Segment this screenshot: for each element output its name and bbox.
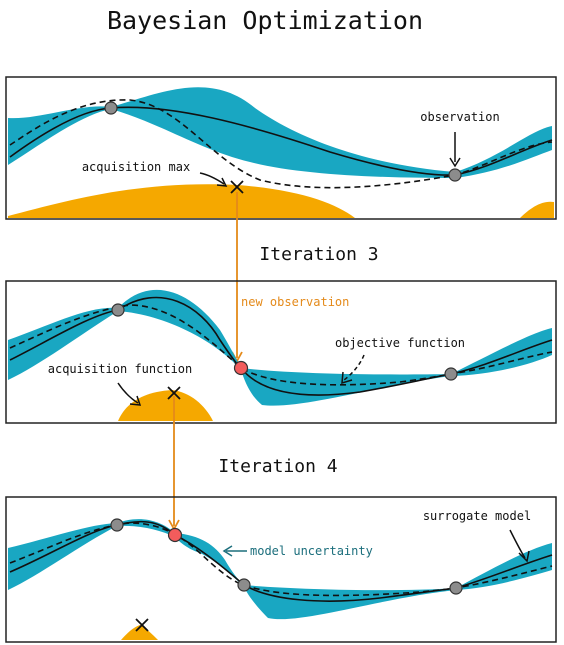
surrogate-model-arrowhead [518,550,530,563]
panel-2: new observation objective function acqui… [5,280,557,424]
objective-function-arrowhead [341,371,353,385]
title: Bayesian Optimization [107,6,423,35]
panel-2-objective-function [9,304,553,386]
panel-1-acquisition-max-marker [230,180,244,194]
panel-2-uncertainty-band [8,289,552,406]
model-uncertainty-label: model uncertainty [250,544,373,558]
panel-1-objective-function [9,99,553,189]
objective-function-arrow [343,354,365,381]
surrogate-model-label: surrogate model [423,509,531,523]
panel-1-acquisition-hill [8,184,355,218]
panel-1: observation acquisition max [5,76,557,220]
acquisition-max-arrow [199,172,225,185]
surrogate-model-arrow [509,529,526,559]
panel-3-acquisition-hill [121,625,158,640]
panel-3-observation-point [237,578,251,592]
acquisition-max-label: acquisition max [82,160,190,174]
observation-arrowhead [449,157,461,168]
iteration-4-label: Iteration 4 [218,456,337,477]
acquisition-function-label: acquisition function [48,362,193,376]
panel-1-observation-point [104,101,118,115]
acquisition-max-arrowhead [216,177,228,187]
acquisition-function-arrowhead [129,395,142,406]
acquisition-function-arrow [117,382,139,404]
new-observation-label: new observation [241,295,349,309]
panel-2-frame [5,280,557,424]
iteration-3-label: Iteration 3 [259,244,378,265]
panel-2-acquisition-max-marker [167,386,181,400]
panel-3-frame [5,496,557,643]
panel-3: model uncertainty surrogate model [5,496,557,643]
panel-3-new-observation-point [167,527,183,543]
model-uncertainty-arrowhead [222,545,233,557]
objective-function-label: objective function [335,336,465,350]
panel-3-observation-point [449,581,463,595]
panel-1-observation-point [448,168,462,182]
panel-2-observation-point [111,303,125,317]
panel-2-acquisition-hill [118,390,213,421]
panel-2-observation-point [444,367,458,381]
panel-3-acquisition-max-marker [135,618,149,632]
panel-1-acquisition-hill-right [520,201,554,218]
panel-2-new-observation-point [233,360,249,376]
panel-3-observation-point [110,518,124,532]
panel-1-uncertainty-band [8,87,552,178]
observation-label: observation [420,110,499,124]
panel-1-surrogate-mean [9,106,553,176]
